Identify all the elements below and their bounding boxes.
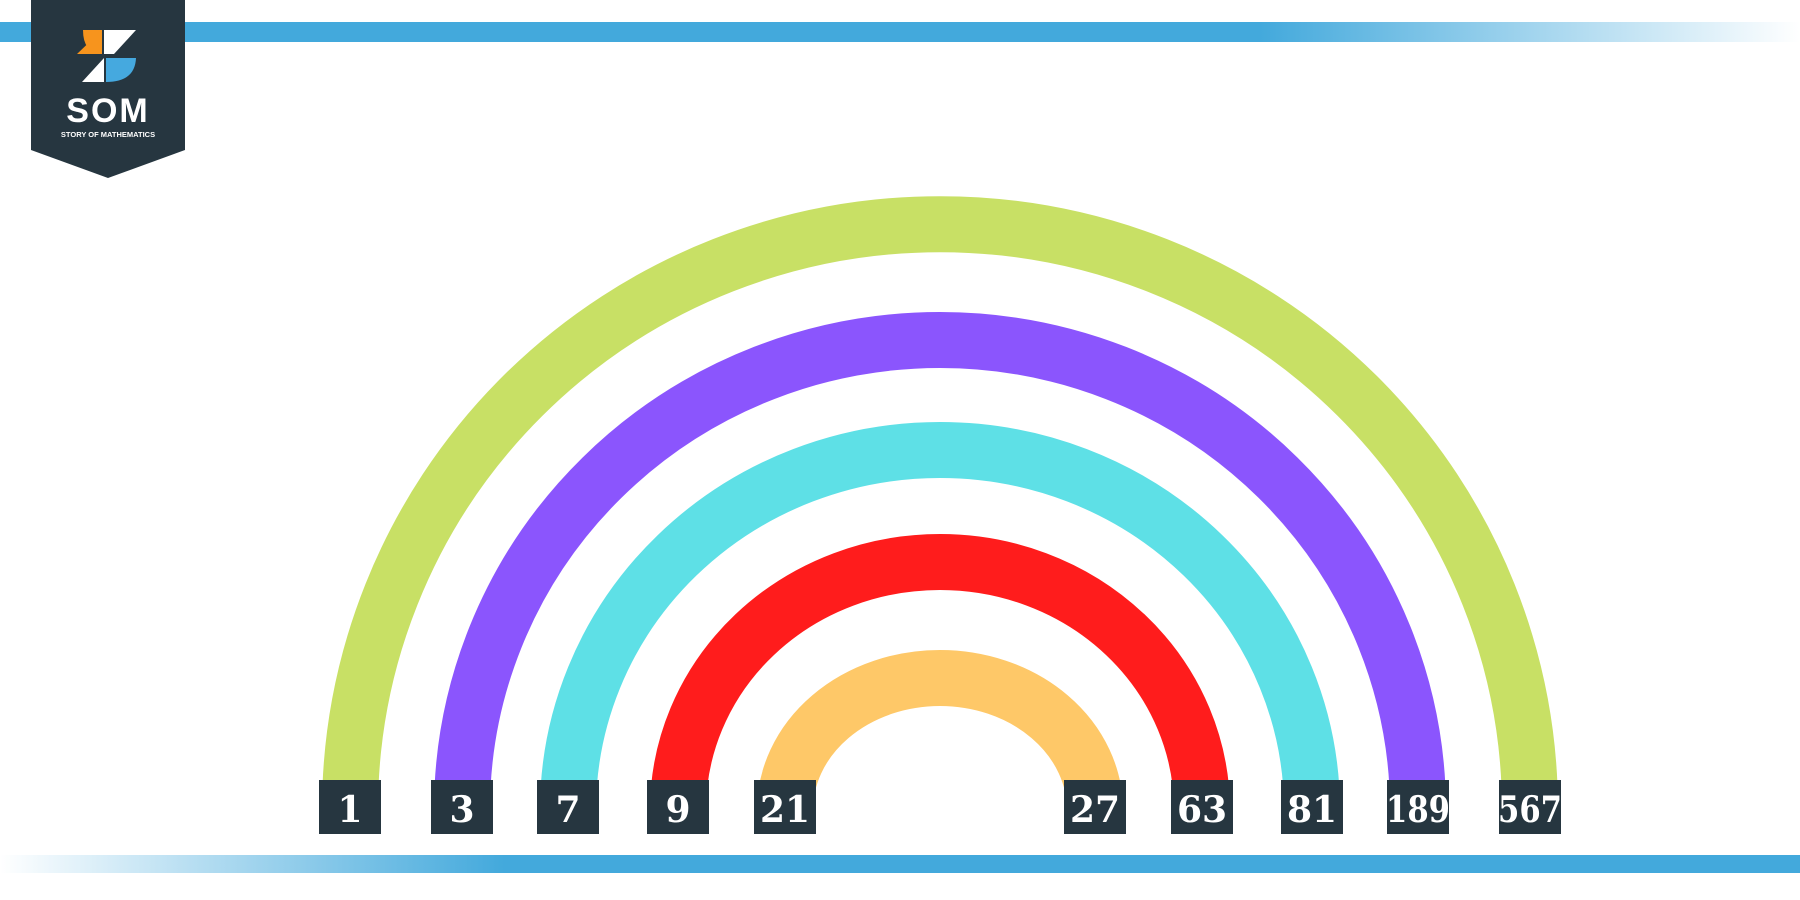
factor-label-box (1064, 780, 1126, 834)
factor-label-box (754, 780, 816, 834)
logo-mark-icon (77, 30, 136, 82)
top-accent-bar (0, 22, 1800, 42)
factor-label-box (537, 780, 599, 834)
logo-tagline: STORY OF MATHEMATICS (61, 130, 155, 139)
factor-label-box (1171, 780, 1233, 834)
factor-label-left-5: 21 (754, 780, 816, 834)
factor-label-right-1: 567 (1498, 780, 1562, 834)
factor-value: 1 (337, 789, 362, 831)
factor-label-left-1: 1 (319, 780, 381, 834)
factor-value: 21 (760, 789, 810, 831)
factor-label-box (1281, 780, 1343, 834)
factor-arc-4 (650, 534, 1230, 811)
factor-label-box (431, 780, 493, 834)
factor-label-right-4: 63 (1171, 780, 1233, 834)
factor-label-right-5: 27 (1064, 780, 1126, 834)
factor-label-box (1499, 780, 1561, 834)
logo-wordmark: SOM (66, 92, 149, 130)
factor-arc-3 (540, 422, 1340, 811)
factor-arc-5 (757, 650, 1123, 811)
factor-value: 9 (665, 789, 690, 831)
factor-value: 3 (449, 789, 474, 831)
logo-badge (31, 0, 185, 178)
factor-value: 63 (1177, 789, 1227, 831)
factor-arc-2 (434, 312, 1446, 811)
factor-label-left-3: 7 (537, 780, 599, 834)
factor-label-box (647, 780, 709, 834)
factor-label-left-2: 3 (431, 780, 493, 834)
bottom-accent-bar (0, 855, 1800, 873)
factor-value: 189 (1386, 789, 1450, 831)
factor-value: 567 (1498, 789, 1562, 831)
factor-label-left-4: 9 (647, 780, 709, 834)
factor-value: 27 (1070, 789, 1120, 831)
factor-value: 81 (1287, 789, 1337, 831)
factor-arc-1 (322, 196, 1558, 811)
som-logo: SOM STORY OF MATHEMATICS (31, 0, 185, 180)
factor-label-box (1387, 780, 1449, 834)
factor-value: 7 (555, 789, 580, 831)
factor-label-right-2: 189 (1386, 780, 1450, 834)
factor-label-right-3: 81 (1281, 780, 1343, 834)
factor-label-box (319, 780, 381, 834)
